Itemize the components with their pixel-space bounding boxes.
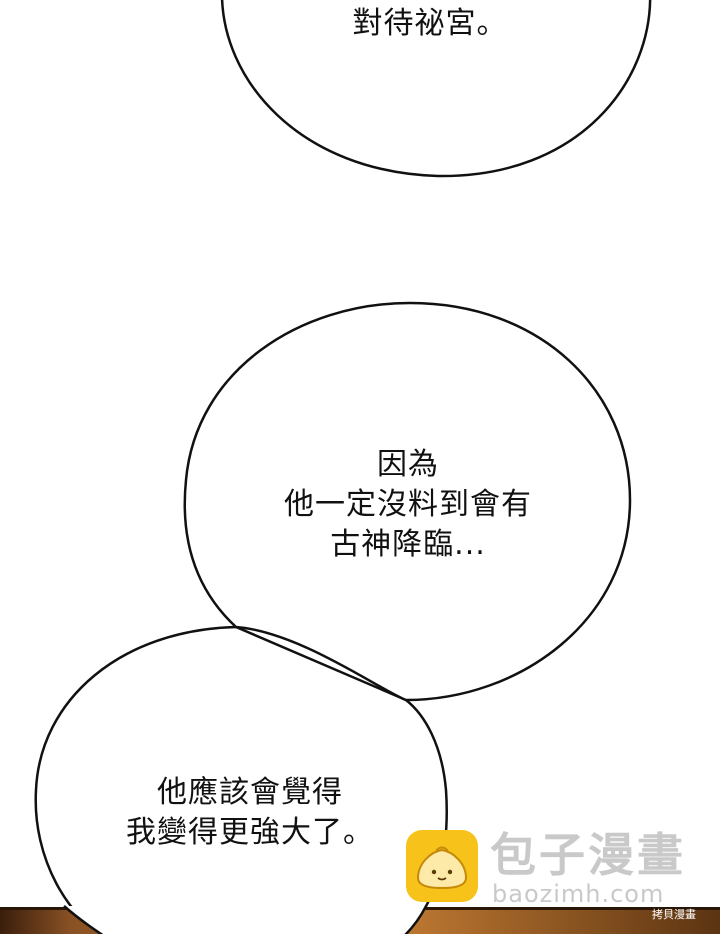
watermark-site-name: 包子漫畫: [490, 828, 686, 882]
bubble-text-line: 對待祕宮。: [352, 6, 508, 41]
bubble-bottom-text: 他應該會覺得 我變得更強大了。: [100, 773, 400, 853]
corner-watermark: 拷貝漫畫: [652, 908, 696, 921]
speech-bubble-top: [221, 0, 652, 178]
speech-bubble-middle: [183, 301, 632, 702]
bubble-text-line: 他一定沒料到會有: [284, 487, 532, 522]
bubble-middle-text: 因為 他一定沒料到會有 古神降臨...: [258, 445, 558, 565]
bubble-top-text: 對待祕宮。: [300, 4, 560, 44]
bun-logo-icon: [406, 830, 478, 902]
bubble-text-line: 古神降臨...: [330, 527, 486, 562]
bubble-text-line: 他應該會覺得: [157, 775, 343, 810]
bubble-text-line: 我變得更強大了。: [126, 815, 374, 850]
watermark-domain: baozimh.com: [492, 880, 665, 908]
bubble-text-line: 因為: [377, 447, 439, 482]
site-watermark: 包子漫畫 baozimh.com: [404, 828, 704, 908]
